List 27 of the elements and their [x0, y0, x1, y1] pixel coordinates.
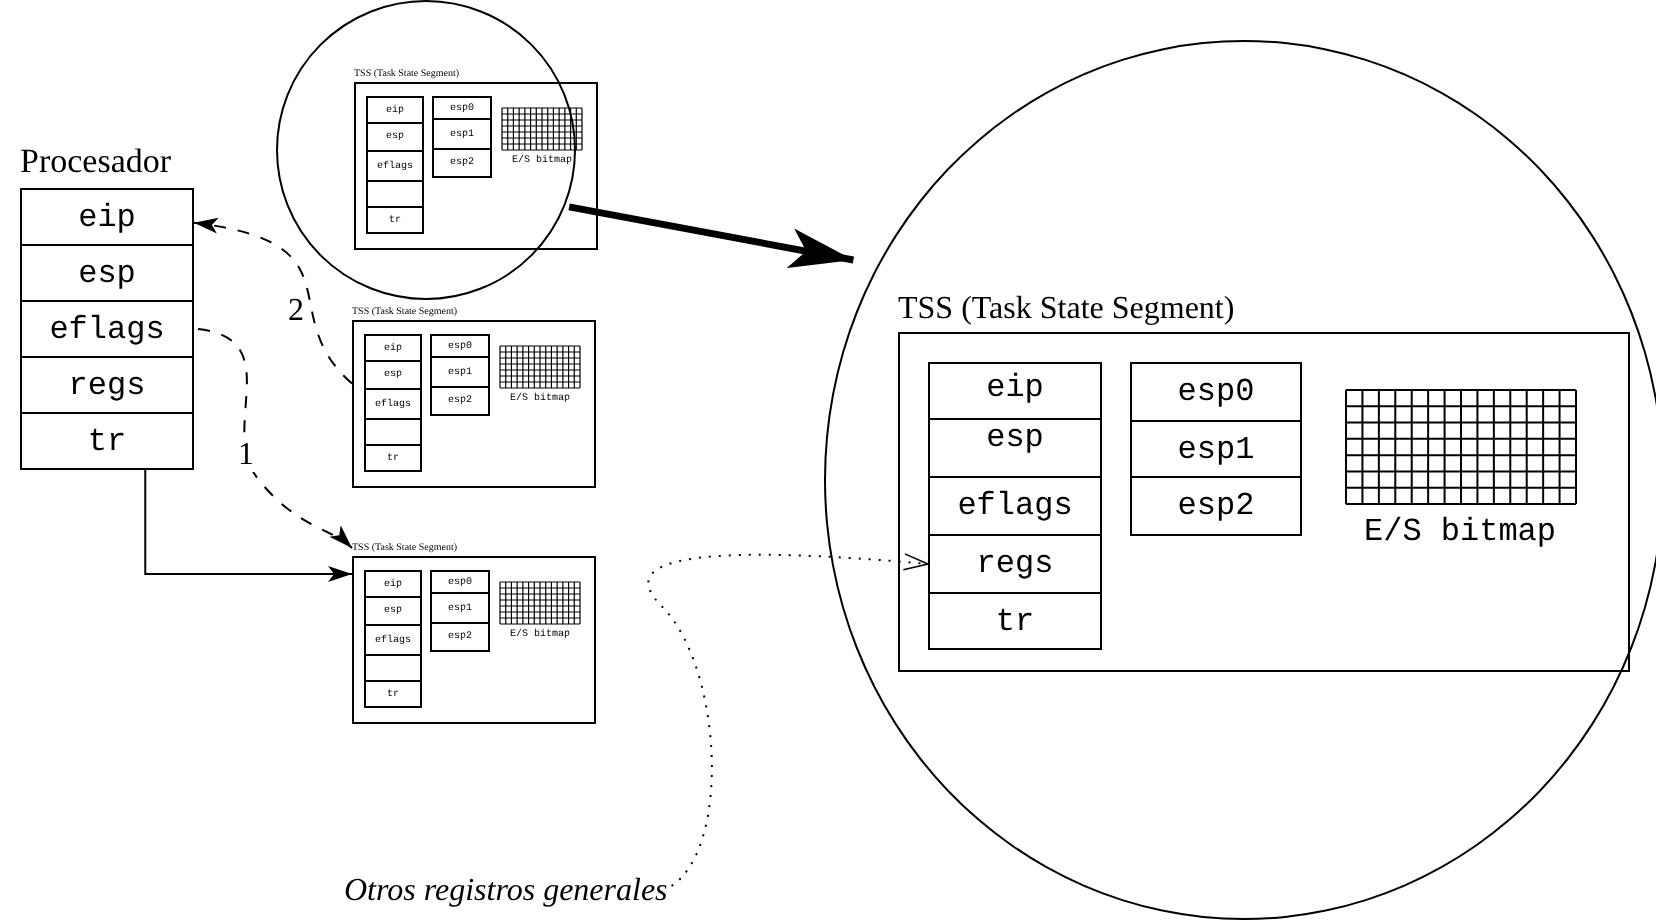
arrow: [197, 328, 353, 549]
segment-title: TSS (Task State Segment): [898, 294, 1235, 326]
register-cell: esp1: [1130, 420, 1302, 478]
register-cell: esp2: [1130, 476, 1302, 536]
register-cell: esp: [928, 418, 1102, 478]
arrow: [568, 203, 855, 268]
register-cell: eflags: [20, 300, 194, 358]
processor-title: Procesador: [20, 144, 172, 178]
magnifier-circle: [824, 40, 1656, 920]
empty-register-cell: [364, 654, 422, 682]
register-cell: tr: [928, 592, 1102, 650]
edge-label: 1: [236, 440, 256, 472]
leader-line: [647, 553, 929, 887]
note-text: Otros registros generales: [344, 876, 668, 908]
register-cell: eip: [928, 362, 1102, 420]
bitmap-label: E/S bitmap: [1361, 516, 1558, 548]
register-cell: tr: [20, 412, 194, 470]
empty-register-cell: [364, 418, 422, 446]
register-cell: regs: [928, 534, 1102, 594]
arrow: [144, 469, 353, 582]
register-cell: regs: [20, 356, 194, 414]
arrow: [193, 218, 353, 385]
register-cell: eflags: [928, 476, 1102, 536]
register-cell: esp0: [1130, 362, 1302, 422]
register-cell: eip: [20, 188, 194, 246]
empty-register-cell: [366, 180, 424, 208]
register-cell: esp: [20, 244, 194, 302]
